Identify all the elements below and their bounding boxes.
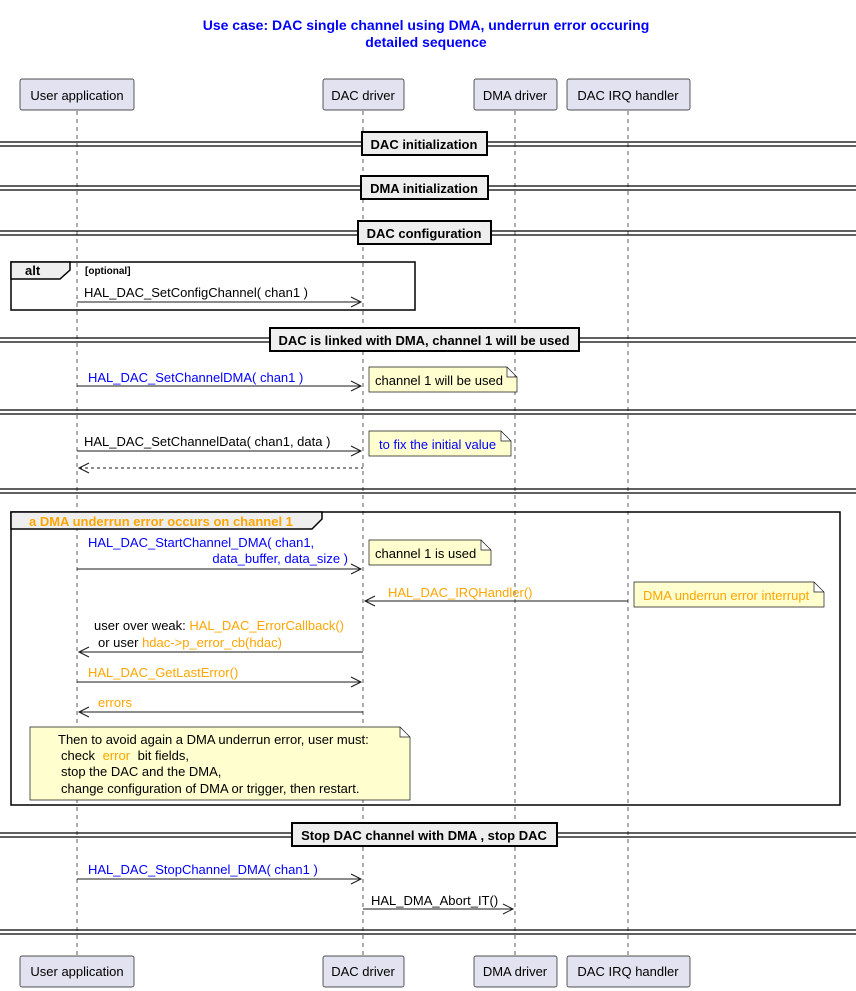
alt-condition: [optional] [85, 266, 131, 277]
message-label-line-1: HAL_DAC_StartChannel_DMA( chan1, [88, 535, 314, 550]
participant-dma-driver-bottom: DMA driver [473, 955, 558, 988]
participant-user-application-top: User application [19, 78, 135, 111]
participant-label: DMA driver [483, 88, 548, 103]
divider-separator-1 [0, 409, 856, 415]
error-group-label: a DMA underrun error occurs on channel 1 [29, 514, 293, 529]
participant-dma-driver-top: DMA driver [473, 78, 558, 111]
note-text: channel 1 is used [375, 546, 476, 561]
alt-group: alt [optional] [10, 261, 416, 311]
diagram-title-line-2: detailed sequence [365, 34, 487, 50]
divider-label: DMA initialization [370, 181, 478, 196]
divider-dac-configuration: DAC configuration [0, 220, 856, 245]
message-set-channel-data: HAL_DAC_SetChannelData( chan1, data ) [77, 434, 363, 457]
message-label: HAL_DAC_SetChannelDMA( chan1 ) [88, 370, 303, 385]
divider-dma-initialization: DMA initialization [0, 175, 856, 200]
divider-dac-linked-dma: DAC is linked with DMA, channel 1 will b… [0, 327, 856, 352]
participant-user-application-bottom: User application [19, 955, 135, 988]
message-get-last-error: HAL_DAC_GetLastError() [77, 665, 363, 688]
callback-function: HAL_DAC_ErrorCallback() [189, 618, 344, 633]
participant-label: DAC driver [331, 964, 395, 979]
note-line-4: change configuration of DMA or trigger, … [61, 781, 359, 796]
participant-dac-driver-top: DAC driver [322, 78, 405, 111]
message-label: HAL_DMA_Abort_IT() [371, 893, 498, 908]
diagram-title-line-1: Use case: DAC single channel using DMA, … [203, 17, 650, 33]
message-label: HAL_DAC_IRQHandler() [388, 585, 533, 600]
message-set-config-channel: HAL_DAC_SetConfigChannel( chan1 ) [77, 285, 363, 308]
message-label-line-2: data_buffer, data_size ) [212, 551, 348, 566]
alt-keyword: alt [25, 263, 41, 278]
callback-prefix-2: or user [98, 635, 142, 650]
callback-pointer: hdac->p_error_cb(hdac) [142, 635, 282, 650]
divider-label: Stop DAC channel with DMA , stop DAC [301, 828, 547, 843]
callback-prefix: user over weak: [94, 618, 189, 633]
message-label: HAL_DAC_SetConfigChannel( chan1 ) [84, 285, 308, 300]
participant-label: User application [30, 88, 123, 103]
note-line-2c: bit fields, [134, 748, 189, 763]
message-dma-abort: HAL_DMA_Abort_IT() [363, 893, 515, 915]
participant-dac-irq-handler-bottom: DAC IRQ handler [566, 955, 691, 988]
note-underrun-interrupt: DMA underrun error interrupt [633, 581, 825, 608]
divider-dac-initialization: DAC initialization [0, 131, 856, 156]
message-stop-channel-dma: HAL_DAC_StopChannel_DMA( chan1 ) [77, 862, 363, 885]
participant-label: DAC IRQ handler [577, 964, 679, 979]
participant-dac-irq-handler-top: DAC IRQ handler [566, 78, 691, 111]
message-label: HAL_DAC_StopChannel_DMA( chan1 ) [88, 862, 318, 877]
note-fix-initial-value: to fix the initial value [368, 430, 512, 457]
note-text: channel 1 will be used [375, 373, 503, 388]
message-label: HAL_DAC_SetChannelData( chan1, data ) [84, 434, 330, 449]
participant-label: DAC IRQ handler [577, 88, 679, 103]
message-errors-return: errors [77, 695, 363, 718]
note-text: to fix the initial value [379, 437, 496, 452]
note-line-2: check error bit fields, [61, 748, 189, 763]
divider-label: DAC configuration [367, 226, 482, 241]
message-error-callback: user over weak: HAL_DAC_ErrorCallback() … [77, 618, 363, 658]
participant-label: User application [30, 964, 123, 979]
message-irq-handler: HAL_DAC_IRQHandler() [363, 585, 628, 607]
divider-stop-dac: Stop DAC channel with DMA , stop DAC [0, 822, 856, 847]
note-line-3: stop the DAC and the DMA, [61, 764, 221, 779]
divider-label: DAC is linked with DMA, channel 1 will b… [278, 333, 569, 348]
error-group: a DMA underrun error occurs on channel 1 [10, 511, 841, 806]
note-line-1: Then to avoid again a DMA underrun error… [58, 732, 369, 747]
participant-label: DMA driver [483, 964, 548, 979]
message-label-line-1: user over weak: HAL_DAC_ErrorCallback() [94, 618, 344, 633]
note-avoid-underrun: Then to avoid again a DMA underrun error… [29, 726, 411, 801]
note-line-2-error: error [103, 748, 131, 763]
message-label: HAL_DAC_GetLastError() [88, 665, 238, 680]
participant-dac-driver-bottom: DAC driver [322, 955, 405, 988]
divider-separator-end [0, 929, 856, 935]
note-line-2a: check [61, 748, 99, 763]
note-text: DMA underrun error interrupt [643, 588, 810, 603]
divider-label: DAC initialization [371, 137, 478, 152]
note-channel-will-be-used: channel 1 will be used [368, 366, 518, 393]
message-label-line-2: or user hdac->p_error_cb(hdac) [98, 635, 282, 650]
message-return-set-channel-data [77, 462, 363, 474]
message-start-channel-dma: HAL_DAC_StartChannel_DMA( chan1, data_bu… [77, 535, 363, 575]
divider-separator-2 [0, 488, 856, 494]
message-set-channel-dma: HAL_DAC_SetChannelDMA( chan1 ) [77, 370, 363, 392]
message-label: errors [98, 695, 132, 710]
participant-label: DAC driver [331, 88, 395, 103]
note-channel-is-used: channel 1 is used [368, 539, 492, 566]
